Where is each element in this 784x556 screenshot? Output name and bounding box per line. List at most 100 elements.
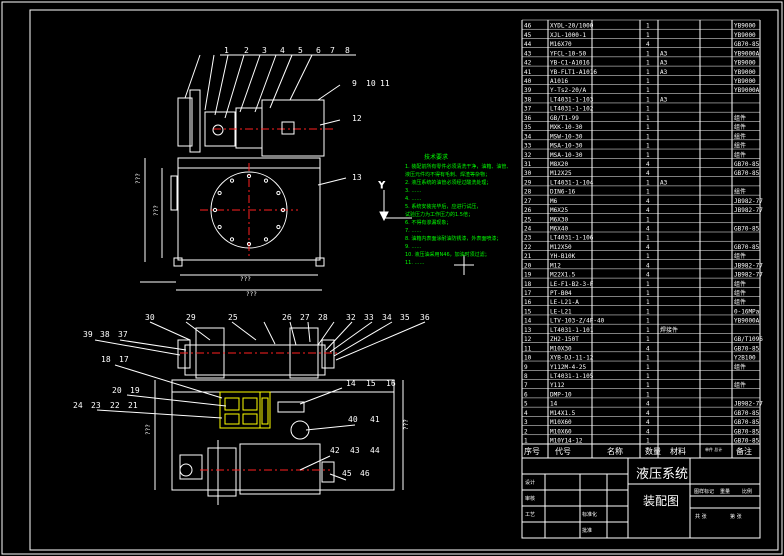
- table-cell-qty: 1: [646, 235, 650, 242]
- table-cell-no: 41: [524, 69, 532, 76]
- callout-3: 3: [262, 46, 267, 55]
- oil-tank: [177, 157, 321, 261]
- table-cell-code: YH-B10K: [550, 253, 576, 260]
- callout-15: 15: [366, 379, 376, 388]
- table-cell-qty: 1: [646, 216, 650, 223]
- table-cell-code: M12: [550, 262, 561, 269]
- callout-7: 7: [330, 46, 335, 55]
- tb-review: 审核: [525, 495, 535, 502]
- table-cell-no: 22: [524, 244, 532, 251]
- table-cell-std: 组件: [734, 188, 746, 196]
- callout-21: 21: [128, 401, 138, 410]
- top-callouts: 1 2 3 4 5 6 7 8 9 10 11 12 13: [224, 46, 390, 182]
- table-cell-std: YB9000: [734, 23, 756, 30]
- table-cell-qty: 1: [646, 143, 650, 150]
- table-cell-no: 39: [524, 87, 532, 94]
- table-cell-std: GB70-85: [734, 419, 760, 426]
- title-block-text: 液压系统 装配图 设计 审核 工艺 标准化 批准 图样标记 重量 比例 共 张 …: [525, 467, 752, 534]
- table-cell-no: 10: [524, 355, 532, 362]
- table-cell-no: 8: [524, 373, 528, 380]
- tb-sheets: 共 张: [695, 513, 707, 520]
- table-cell-qty: 4: [646, 401, 650, 408]
- header-mat: 材料: [670, 446, 686, 456]
- table-cell-code: LT4031-1-102: [550, 106, 594, 113]
- callout-45: 45: [342, 469, 352, 478]
- table-cell-qty: 4: [646, 41, 650, 48]
- table-cell-no: 13: [524, 327, 532, 334]
- table-cell-no: 44: [524, 41, 532, 48]
- table-cell-qty: 1: [646, 32, 650, 39]
- table-cell-no: 33: [524, 143, 532, 150]
- table-cell-code: M6X40: [550, 226, 568, 233]
- note-line: 7. ……: [405, 228, 421, 234]
- callout-22: 22: [110, 401, 120, 410]
- callout-20: 20: [112, 386, 122, 395]
- cover-bolt-hole: [276, 224, 281, 230]
- callout-40: 40: [348, 415, 358, 424]
- header-name: 名称: [607, 446, 623, 456]
- table-cell-std: JB982-77: [734, 262, 763, 269]
- svg-text:Y: Y: [378, 181, 385, 191]
- table-cell-code: Y112M-4-25: [550, 364, 587, 371]
- table-cell-code: YB-FLT1-A1016: [550, 69, 597, 76]
- cover-bolts: [212, 173, 286, 247]
- table-cell-code: M10Y14-12: [550, 438, 583, 445]
- callout-32: 32: [346, 313, 356, 322]
- cover-bolt-hole: [263, 237, 269, 242]
- note-line: 5. 系统安装完毕后，应进行试压，: [405, 203, 481, 210]
- title-main: 液压系统: [636, 467, 688, 482]
- table-cell-no: 1: [524, 438, 528, 445]
- coordinate-symbol: Y: [378, 181, 474, 275]
- callout-39: 39: [83, 330, 93, 339]
- table-cell-qty: 1: [646, 391, 650, 398]
- table-cell-no: 30: [524, 170, 532, 177]
- table-cell-std: GB70-85: [734, 161, 760, 168]
- callout-16: 16: [386, 379, 396, 388]
- table-cell-std: YB9000: [734, 78, 756, 85]
- table-cell-std: GB70-85: [734, 428, 760, 435]
- table-cell-std: GB70-85: [734, 244, 760, 251]
- table-cell-no: 5: [524, 401, 528, 408]
- table-cell-std: YB9000: [734, 60, 756, 67]
- note-line: 8. 油箱内表面涂耐油防锈漆，外表面喷漆；: [405, 235, 501, 242]
- table-cell-std: GB70-85: [734, 345, 760, 352]
- table-cell-code: XJL-1000-1: [550, 32, 587, 39]
- cover-bolt-hole: [246, 241, 252, 247]
- dim-height-bottom: ???: [145, 424, 152, 435]
- callout-17: 17: [119, 355, 129, 364]
- table-cell-std: GB/T1096: [734, 336, 763, 343]
- table-cell-qty: 1: [646, 373, 650, 380]
- table-cell-no: 12: [524, 336, 532, 343]
- callout-27: 27: [300, 313, 310, 322]
- table-cell-code: MSA-10-30: [550, 143, 583, 150]
- table-cell-code: M10X60: [550, 419, 572, 426]
- motor: [261, 99, 325, 157]
- cover-bolt-hole: [217, 190, 222, 196]
- table-cell-code: M12X25: [550, 170, 572, 177]
- table-cell-qty: 1: [646, 96, 650, 103]
- callout-6: 6: [316, 46, 321, 55]
- table-cell-qty: 4: [646, 198, 650, 205]
- table-cell-qty: 1: [646, 290, 650, 297]
- table-cell-no: 34: [524, 133, 532, 140]
- table-cell-no: 11: [524, 345, 532, 352]
- table-cell-code: LT4031-1-101: [550, 327, 594, 334]
- dimension-texts: ??? ??? ??? ??? ??? ???: [135, 173, 410, 435]
- table-cell-code: ZH2-150T: [550, 336, 579, 343]
- table-cell-std: 组件: [734, 151, 746, 159]
- table-cell-qty: 1: [646, 336, 650, 343]
- table-cell-no: 7: [524, 382, 528, 389]
- table-cell-qty: 1: [646, 69, 650, 76]
- table-cell-no: 14: [524, 318, 532, 325]
- table-cell-qty: 1: [646, 60, 650, 67]
- table-cell-no: 45: [524, 32, 532, 39]
- table-cell-qty: 1: [646, 23, 650, 30]
- note-line: 9. ……: [405, 244, 421, 250]
- table-cell-no: 37: [524, 106, 532, 113]
- table-cell-no: 26: [524, 207, 532, 214]
- table-cell-std: 组件: [734, 142, 746, 150]
- table-cell-qty: 4: [646, 226, 650, 233]
- table-cell-qty: 1: [646, 438, 650, 445]
- dim-height-inner: ???: [153, 205, 160, 216]
- sight-glass: [170, 175, 178, 211]
